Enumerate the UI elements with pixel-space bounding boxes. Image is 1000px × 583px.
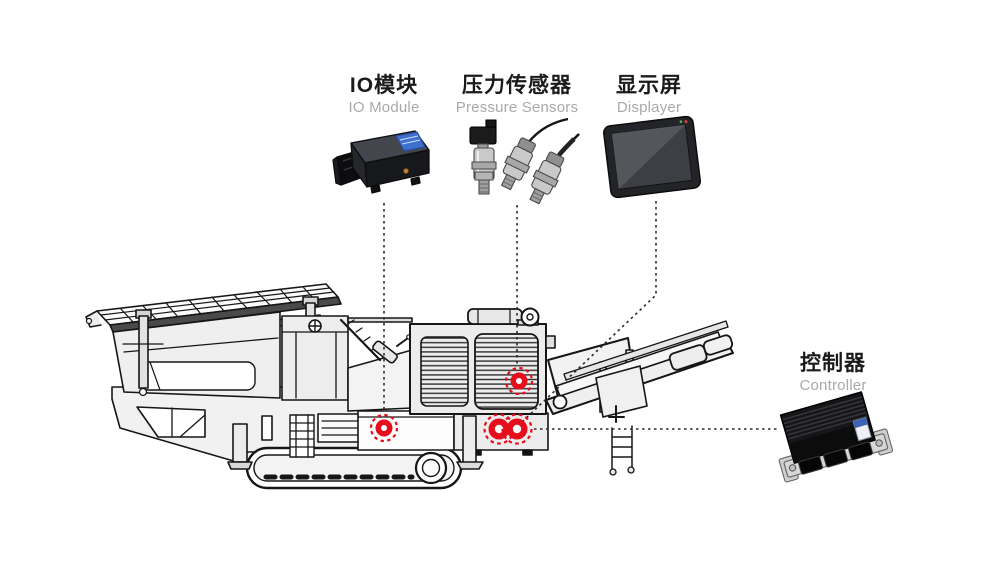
marker-controller — [501, 413, 533, 445]
label-io-module: IO模块 IO Module — [318, 74, 450, 116]
crusher-section — [339, 317, 413, 412]
feeder-frame — [281, 315, 349, 401]
io-module-title-zh: IO模块 — [349, 74, 419, 97]
crusher-machine-drawing — [85, 283, 734, 490]
marker-io-module — [369, 413, 399, 443]
label-controller: 控制器 Controller — [770, 352, 896, 394]
displayer-title-en: Displayer — [616, 98, 682, 116]
discharge-conveyor — [545, 320, 734, 423]
pressure-sensor-1 — [469, 119, 497, 195]
label-displayer: 显示屏 Displayer — [588, 74, 710, 116]
pressure-sensors-photo — [469, 117, 580, 205]
connector-lines — [383, 201, 779, 430]
label-pressure-sensors: 压力传感器 Pressure Sensors — [437, 74, 597, 116]
rear-support-leg — [456, 415, 484, 470]
pressure-sensor-3 — [529, 151, 565, 205]
pressure-sensor-2 — [500, 137, 536, 191]
position-markers — [369, 366, 534, 445]
displayer-title-zh: 显示屏 — [616, 74, 682, 97]
controller-title-en: Controller — [799, 376, 867, 394]
crawler-track — [245, 446, 463, 490]
marker-pressure-sensor — [504, 366, 534, 396]
display-power-led — [684, 120, 688, 124]
pressure-sensors-title-zh: 压力传感器 — [462, 74, 572, 97]
connector-displayer — [522, 201, 657, 422]
ladder-left — [289, 414, 315, 458]
ladder-right — [609, 425, 635, 476]
pressure-sensors-title-en: Pressure Sensors — [455, 98, 579, 116]
engine-housing — [409, 307, 556, 415]
controller-photo — [778, 391, 894, 483]
hopper-body — [112, 311, 281, 399]
display-status-led — [679, 120, 683, 124]
service-panel-mid — [357, 410, 455, 451]
io-module-photo — [332, 130, 430, 194]
displayer-photo — [602, 115, 702, 199]
io-module-title-en: IO Module — [348, 98, 420, 116]
front-support-leg — [227, 423, 253, 470]
controller-title-zh: 控制器 — [800, 352, 866, 375]
